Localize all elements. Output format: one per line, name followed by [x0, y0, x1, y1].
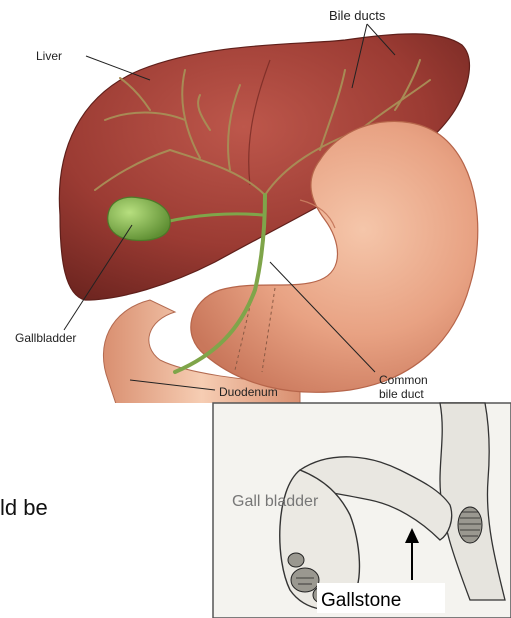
inset-label-gallstone: Gallstone [321, 590, 401, 611]
label-common: Common [379, 373, 428, 387]
inset-label-gall-bladder: Gall bladder [232, 493, 319, 510]
side-text: ld be [0, 495, 48, 520]
label-duodenum: Duodenum [219, 385, 278, 399]
label-gallbladder: Gallbladder [15, 331, 76, 345]
label-common-line2: bile duct [379, 387, 424, 401]
gallstone-inset: Gall bladder Gallstone [213, 403, 511, 618]
label-bile-ducts: Bile ducts [329, 8, 386, 23]
label-liver: Liver [36, 49, 62, 63]
